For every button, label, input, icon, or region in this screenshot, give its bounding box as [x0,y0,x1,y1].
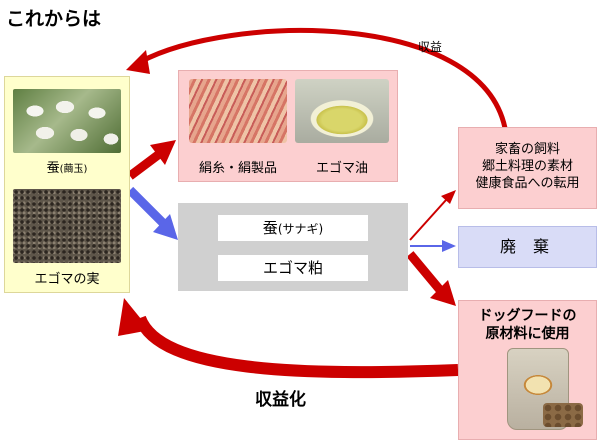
to-products-arrow [127,148,165,180]
profit-arc-arrow [134,315,459,379]
cocoon-caption: 蚕(繭玉) [5,157,129,176]
cocoon-photo [13,89,121,153]
egoma-seeds-label: エゴマの実 [34,272,100,287]
profit-arc-arrowhead [118,298,150,336]
egoma-oil-photo [295,79,389,143]
silk-thread-photo [189,79,287,143]
use-health-food: 健康食品への転用 [475,176,580,191]
silk-label: 絹糸・絹製品 [198,161,277,176]
profit-label: 収益化 [255,390,306,410]
to-products-arrowhead [150,140,176,165]
products-box: 絹糸・絹製品 エゴマ油 [178,70,398,182]
raw-materials-box: 蚕(繭玉) エゴマの実 [4,76,130,293]
egoma-seeds-photo [13,189,121,263]
byproducts-box: 蚕(サナギ) エゴマ粕 [178,203,408,291]
to-dogfood-arrow [406,251,444,293]
uses-box: 家畜の飼料 郷土料理の素材 健康食品への転用 [458,127,597,209]
pupa-sublabel: (サナギ) [277,222,324,236]
revenue-arc-arrow [138,28,508,129]
use-local-cuisine: 郷土料理の素材 [481,159,573,174]
pupa-label: 蚕 [262,219,278,237]
cocoon-sublabel: (繭玉) [59,164,88,175]
to-uses-arrowhead [441,190,456,204]
dogfood-box: ドッグフードの 原材料に使用 [458,300,597,440]
to-waste-arrowhead [442,240,456,252]
use-livestock-feed: 家畜の飼料 [494,142,560,157]
oil-label: エゴマ油 [315,161,368,176]
page-title: これからは [6,8,102,30]
waste-box: 廃 棄 [458,226,597,268]
dogfood-line2: 原材料に使用 [485,326,570,342]
to-dogfood-arrowhead [430,280,456,306]
cocoon-label: 蚕 [46,161,60,176]
pupa-item: 蚕(サナギ) [218,215,368,241]
to-uses-arrow [409,199,447,241]
dogfood-line1: ドッグフードの [478,308,577,324]
dogfood-pellets-image [543,403,583,427]
revenue-arc-arrowhead [126,50,150,74]
to-byproducts-arrowhead [153,214,178,240]
egoma-cake-item: エゴマ粕 [218,255,368,281]
to-byproducts-arrow [126,186,168,228]
revenue-label: 収益 [418,40,443,54]
